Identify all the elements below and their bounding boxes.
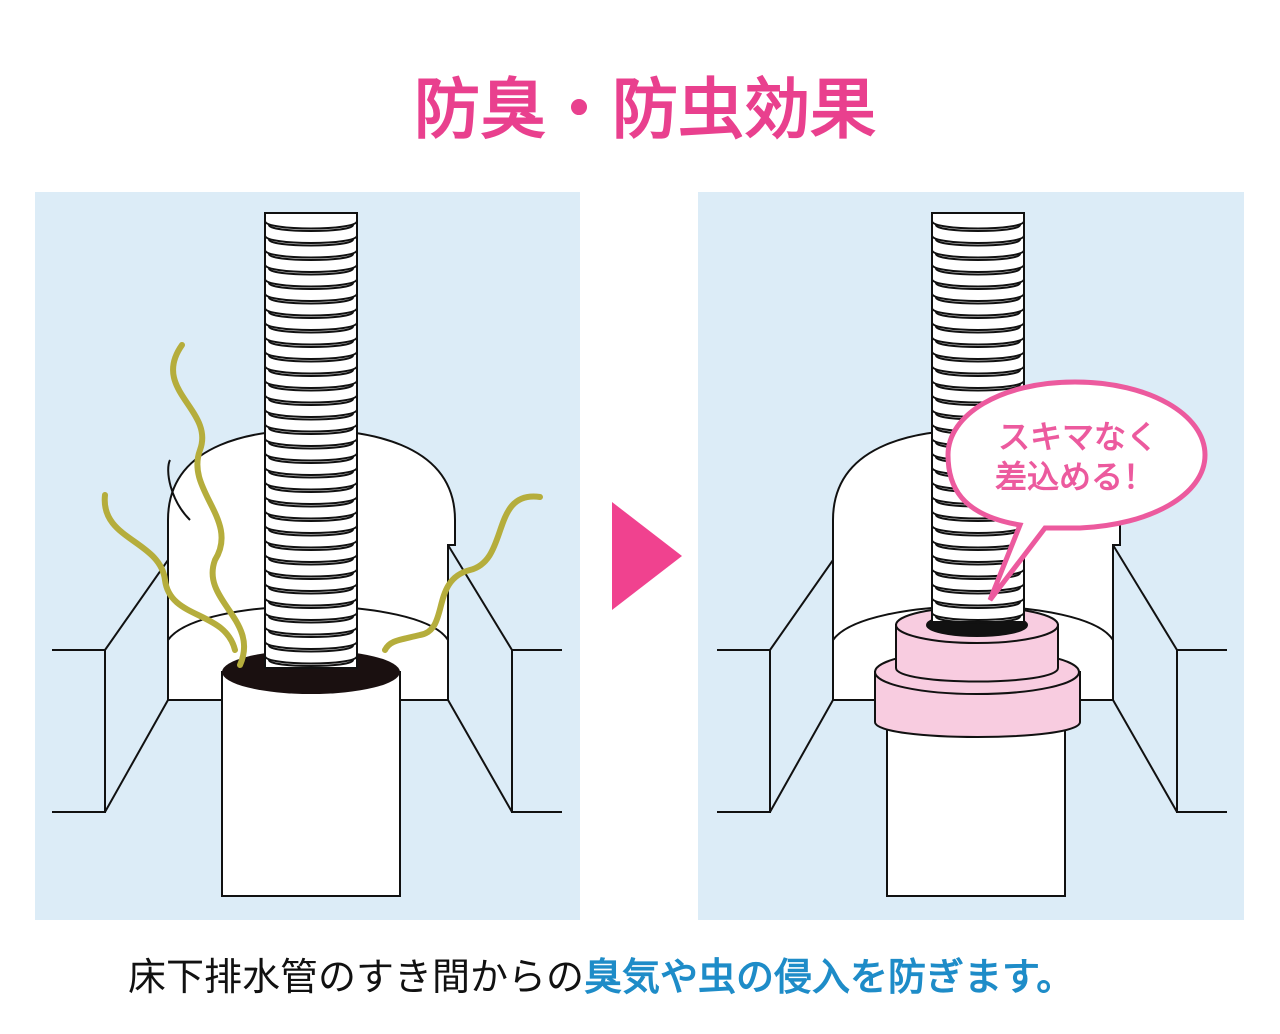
hose-ridge (264, 350, 358, 363)
hose-ridge (264, 336, 358, 348)
page-title: 防臭・防虫効果 (414, 71, 876, 148)
hose-ridge (931, 568, 1025, 580)
hose-ridge (264, 234, 358, 247)
hose-ridge (264, 626, 358, 638)
sealing-collar (874, 606, 1081, 738)
caption-highlight: 臭気や虫の侵入を防ぎます。 (584, 955, 1074, 999)
hose-ridge (931, 350, 1025, 363)
hose-ridge (931, 220, 1025, 232)
bubble-line-1: スキマなく (998, 418, 1158, 456)
speech-bubble: スキマなく 差込める！ (945, 379, 1208, 602)
odor-waves (101, 342, 543, 668)
hose-ridge (931, 336, 1025, 348)
hose-ridge (264, 524, 358, 537)
hose-ridge (931, 234, 1025, 247)
hose-ridge (264, 640, 358, 653)
hose-ridge (264, 597, 358, 609)
hose-ridge (264, 553, 358, 566)
hose-ridge (264, 495, 358, 508)
hose-ridge (264, 452, 358, 464)
hose-ridge (264, 466, 358, 479)
hose-ridge (264, 365, 358, 377)
hose-ridge (931, 365, 1025, 377)
hose-ridge (264, 510, 358, 522)
hose-ridge (931, 582, 1025, 595)
bubble-line-2: 差込める！ (995, 458, 1155, 496)
hose-ridge (931, 307, 1025, 319)
hose-ridge (264, 278, 358, 290)
hose-ridge (931, 263, 1025, 276)
hose-ridge (264, 379, 358, 392)
hose-ridge (264, 249, 358, 261)
hose-ridge (264, 263, 358, 276)
caption-plain: 床下排水管のすき間からの (128, 955, 584, 999)
hose-ridge (931, 249, 1025, 261)
hose-ridge (264, 539, 358, 551)
drain-pipe (221, 650, 401, 897)
hose-ridge (264, 655, 358, 667)
hose-ridge (264, 408, 358, 421)
before-panel (35, 192, 580, 920)
hose-ridge (264, 437, 358, 450)
flexible-hose (264, 212, 358, 669)
hose-ridge (264, 582, 358, 595)
hose-ridge (264, 568, 358, 580)
hose-ridge (264, 611, 358, 624)
hose-ridge (264, 292, 358, 305)
hose-ridge (931, 278, 1025, 290)
hose-ridge (264, 321, 358, 334)
hose-ridge (264, 481, 358, 493)
hose-ridge (264, 307, 358, 319)
hose-ridge (931, 292, 1025, 305)
hose-ridge (931, 611, 1025, 624)
hose-ridge (264, 394, 358, 406)
hose-ridge (264, 423, 358, 435)
hose-ridge (264, 220, 358, 232)
caption: 床下排水管のすき間からの臭気や虫の侵入を防ぎます。 (128, 955, 1074, 999)
hose-ridge (931, 321, 1025, 334)
after-panel: スキマなく 差込める！ (698, 192, 1244, 920)
right-triangle-arrow-icon (612, 502, 682, 610)
hose-ridge (931, 597, 1025, 609)
